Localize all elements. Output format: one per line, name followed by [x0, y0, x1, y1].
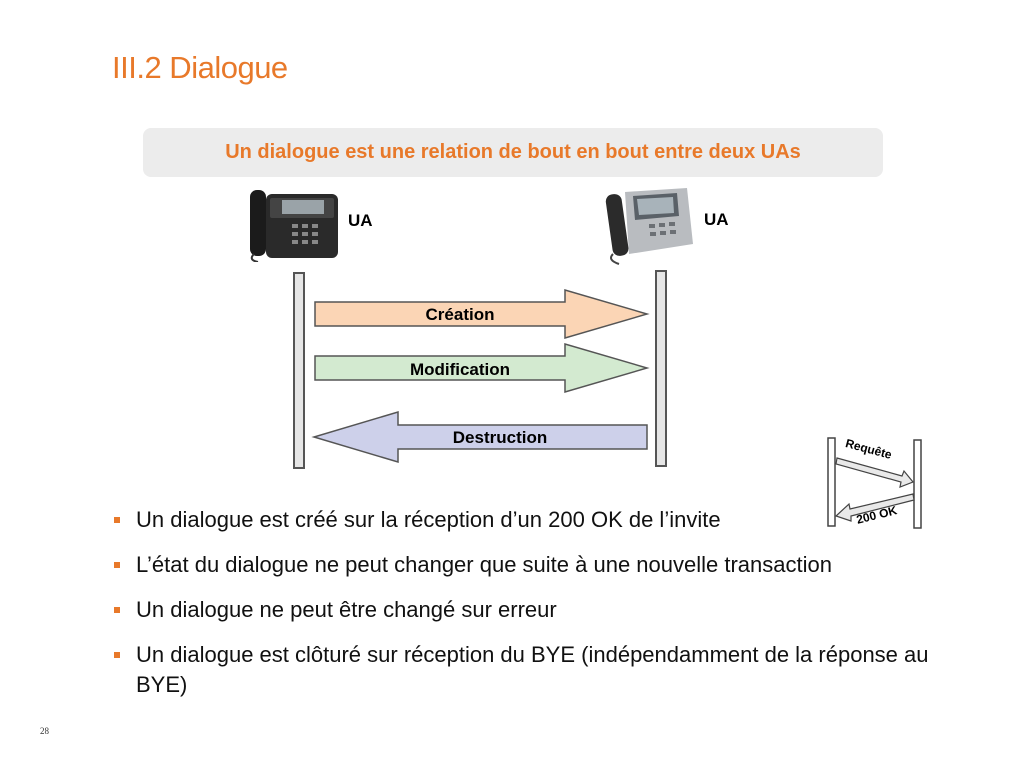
request-response-mini-diagram: [827, 437, 922, 529]
ip-phone-icon: [605, 188, 693, 265]
bullet-marker: [114, 607, 120, 613]
left-ua-timeline: [293, 272, 305, 469]
modification-arrow: [314, 342, 650, 394]
right-ua-timeline: [655, 270, 667, 467]
right-ua-label: UA: [704, 210, 729, 229]
slide-title: III.2 Dialogue: [112, 50, 288, 85]
bullet-marker: [114, 652, 120, 658]
bullet-item: Un dialogue est créé sur la réception d’…: [112, 505, 972, 535]
bullet-item: Un dialogue est clôturé sur réception du…: [112, 640, 972, 700]
creation-label: Création: [425, 305, 495, 324]
bullet-item: Un dialogue ne peut être changé sur erre…: [112, 595, 972, 625]
desk-phone-icon: [250, 190, 338, 262]
page-number: 28: [40, 726, 49, 736]
bullet-marker: [114, 562, 120, 568]
bullet-marker: [114, 517, 120, 523]
creation-arrow: [314, 288, 650, 340]
modification-label: Modification: [409, 360, 511, 379]
left-ua-label: UA: [348, 211, 373, 230]
destruction-label: Destruction: [452, 428, 548, 447]
subtitle-box: Un dialogue est une relation de bout en …: [143, 128, 883, 177]
bullet-item: L’état du dialogue ne peut changer que s…: [112, 550, 972, 580]
bullet-list: Un dialogue est créé sur la réception d’…: [112, 505, 972, 715]
destruction-arrow: [311, 410, 648, 464]
